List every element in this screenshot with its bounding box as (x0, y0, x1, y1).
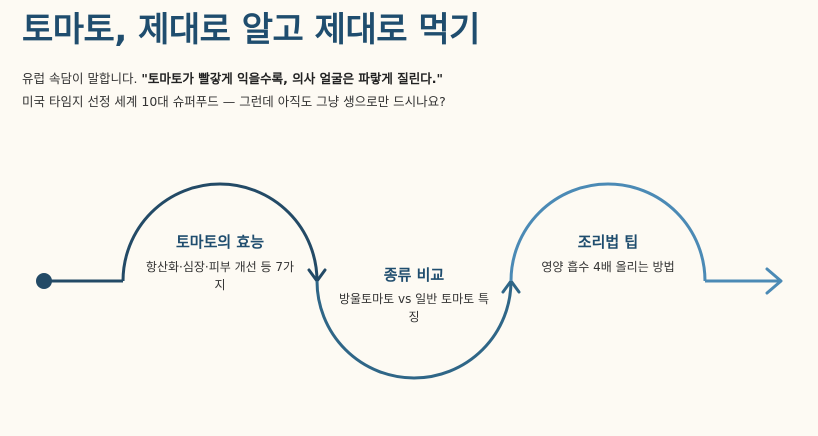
step-1-title: 토마토의 효능 (175, 233, 265, 251)
step-2-title: 종류 비교 (383, 266, 445, 284)
intro-line-2: 미국 타임지 선정 세계 10대 슈퍼푸드 — 그런데 아직도 그냥 생으로만 … (22, 94, 446, 109)
step-2-desc: 방울토마토 vs 일반 토마토 특징 (338, 292, 490, 324)
page-title: 토마토, 제대로 알고 제대로 먹기 (22, 10, 480, 50)
arc-step-1 (121, 182, 319, 282)
arrow-right-icon (765, 267, 783, 295)
step-3-title: 조리법 팁 (577, 233, 639, 251)
arc-step-3 (509, 182, 707, 282)
step-3-desc: 영양 흡수 4배 올리는 방법 (541, 260, 675, 274)
intro-proverb-quote: "토마토가 빨갛게 익을수록, 의사 얼굴은 파랗게 질린다." (141, 71, 444, 86)
arc-step-2 (315, 280, 513, 380)
intro-proverb-prefix: 유럽 속담이 말합니다. (22, 71, 142, 86)
step-1-desc: 항산화·심장·피부 개선 등 7가지 (145, 260, 295, 292)
intro-line-1: 유럽 속담이 말합니다. "토마토가 빨갛게 익을수록, 의사 얼굴은 파랗게 … (22, 68, 443, 87)
